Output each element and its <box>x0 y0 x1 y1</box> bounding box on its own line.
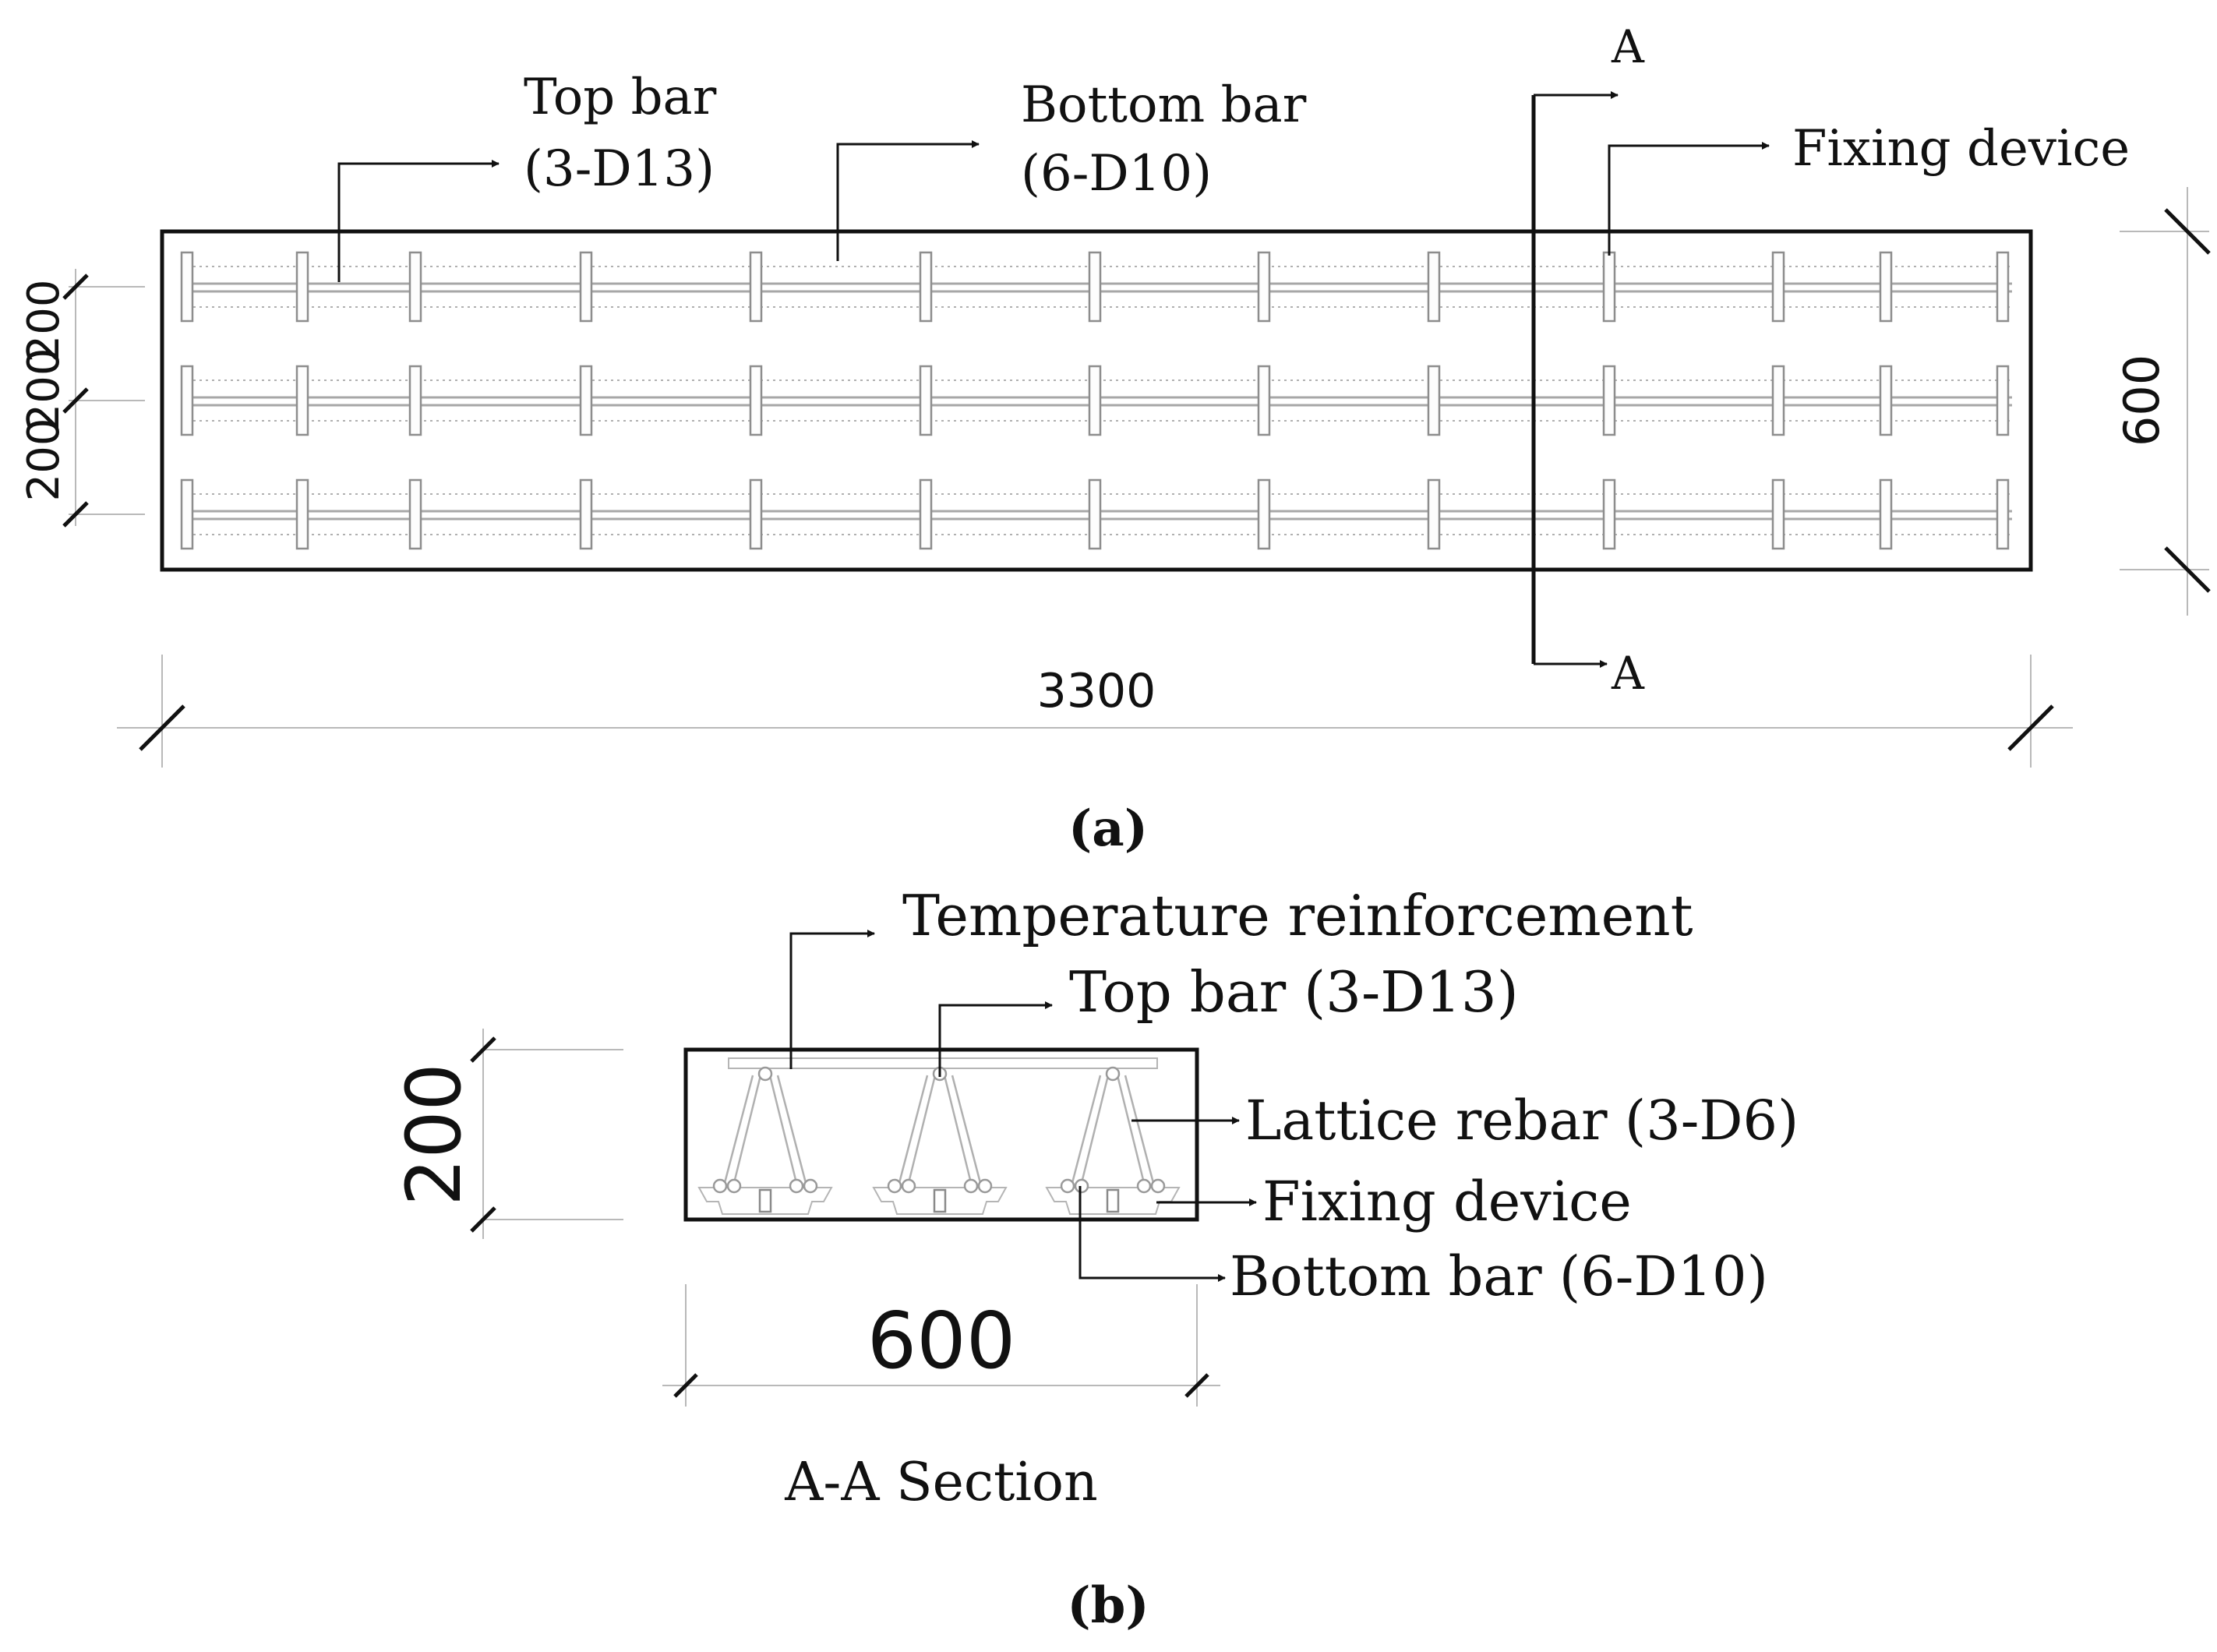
plan-view: A A Top bar (3-D13) Bottom bar (6-D10) F… <box>19 20 2211 858</box>
spacing-value-1: 200 <box>19 280 69 363</box>
lattice-unit <box>872 1066 1008 1215</box>
fixing-device-mark <box>1996 365 2010 436</box>
spacing-dimension: 200 200 200 <box>19 269 145 528</box>
lattice-rebar-label: Lattice rebar (3-D6) <box>1245 1089 1799 1153</box>
fixing-device-mark <box>295 478 309 550</box>
fixing-device-mark <box>749 365 763 436</box>
section-outline <box>683 1047 1199 1222</box>
section-mark-top: A <box>1611 20 1645 73</box>
fixing-device-mark <box>749 251 763 323</box>
section-bottom-bar-label: Bottom bar (6-D10) <box>1230 1244 1768 1308</box>
length-dimension: 3300 <box>117 655 2073 768</box>
fixing-device-mark <box>1088 365 1102 436</box>
fixing-device-mark <box>1602 365 1616 436</box>
length-dimension-value: 3300 <box>1037 664 1156 718</box>
temperature-reinforcement-leader <box>789 930 875 1069</box>
fixing-device-mark <box>180 478 194 550</box>
fixing-device-mark <box>1879 251 1893 323</box>
panel-b-caption: (b) <box>1067 1576 1149 1635</box>
fixing-device-mark <box>579 365 593 436</box>
fixing-device-mark <box>1088 251 1102 323</box>
lattice-rebars <box>697 1066 1181 1215</box>
section-bottom-bar-leader <box>1078 1186 1226 1282</box>
fixing-device-mark <box>180 365 194 436</box>
fixing-device-mark <box>1996 478 2010 550</box>
fixing-device-mark <box>1257 365 1271 436</box>
fixing-device-mark <box>579 478 593 550</box>
bottom-bar-label-line2: (6-D10) <box>1021 145 1212 203</box>
fixing-device-mark <box>749 478 763 550</box>
fixing-device-mark <box>408 365 422 436</box>
section-height-value: 200 <box>390 1063 478 1205</box>
fixing-device-mark <box>919 478 933 550</box>
fixing-device-mark <box>1088 478 1102 550</box>
fixing-device-mark <box>919 251 933 323</box>
fixing-device-mark <box>1879 478 1893 550</box>
temperature-reinforcement-bar <box>728 1057 1158 1069</box>
lattice-unit <box>1045 1066 1181 1215</box>
fixing-device-mark <box>408 251 422 323</box>
section-mark-bottom: A <box>1611 647 1645 700</box>
top-bar-label-line2: (3-D13) <box>524 140 715 198</box>
fixing-device-mark <box>1602 251 1616 323</box>
fixing-device-mark <box>1771 365 1785 436</box>
fixing-device-mark <box>579 251 593 323</box>
fixing-device-mark <box>1427 365 1441 436</box>
top-bar-leader <box>337 160 500 282</box>
fixing-device-leader <box>1608 142 1770 256</box>
fixing-device-label-plan: Fixing device <box>1792 120 2130 178</box>
fixing-device-mark <box>1771 478 1785 550</box>
fixing-device-mark <box>1996 251 2010 323</box>
fixing-device-mark <box>1257 251 1271 323</box>
slab-outline <box>160 229 2033 572</box>
fixing-device-mark <box>1879 365 1893 436</box>
panel-a-caption: (a) <box>1068 800 1148 858</box>
fixing-device-grid <box>180 251 2010 550</box>
fixing-device-mark <box>295 251 309 323</box>
fixing-device-mark <box>1257 478 1271 550</box>
section-top-bar-label: Top bar (3-D13) <box>1069 959 1519 1025</box>
section-top-bar-leader <box>938 1001 1053 1077</box>
lattice-unit <box>697 1066 833 1215</box>
section-width-dimension: 600 <box>662 1284 1220 1407</box>
fixing-device-mark <box>295 365 309 436</box>
fixing-device-mark <box>408 478 422 550</box>
fixing-device-mark <box>1427 478 1441 550</box>
fixing-device-mark <box>1602 478 1616 550</box>
bottom-bar-leader <box>836 140 980 261</box>
fixing-device-mark <box>919 365 933 436</box>
spacing-value-3: 200 <box>19 418 69 502</box>
height-dimension-value-plan: 600 <box>2113 355 2170 447</box>
fixing-device-mark <box>1427 251 1441 323</box>
section-title: A-A Section <box>784 1452 1098 1513</box>
bottom-bar-label-line1: Bottom bar <box>1021 76 1307 134</box>
temperature-reinforcement-label: Temperature reinforcement <box>902 883 1693 948</box>
fixing-device-mark <box>1771 251 1785 323</box>
section-cut-line: A A <box>1531 20 1645 700</box>
fixing-device-mark <box>180 251 194 323</box>
section-width-value: 600 <box>867 1295 1016 1386</box>
top-bar-label-line1: Top bar <box>524 69 717 126</box>
section-fixing-device-label: Fixing device <box>1262 1170 1632 1234</box>
section-view: Temperature reinforcement Top bar (3-D13… <box>390 883 1799 1635</box>
height-dimension-plan: 600 <box>2113 187 2211 616</box>
section-height-dimension: 200 <box>390 1029 623 1239</box>
spacing-value-2: 200 <box>19 348 69 432</box>
